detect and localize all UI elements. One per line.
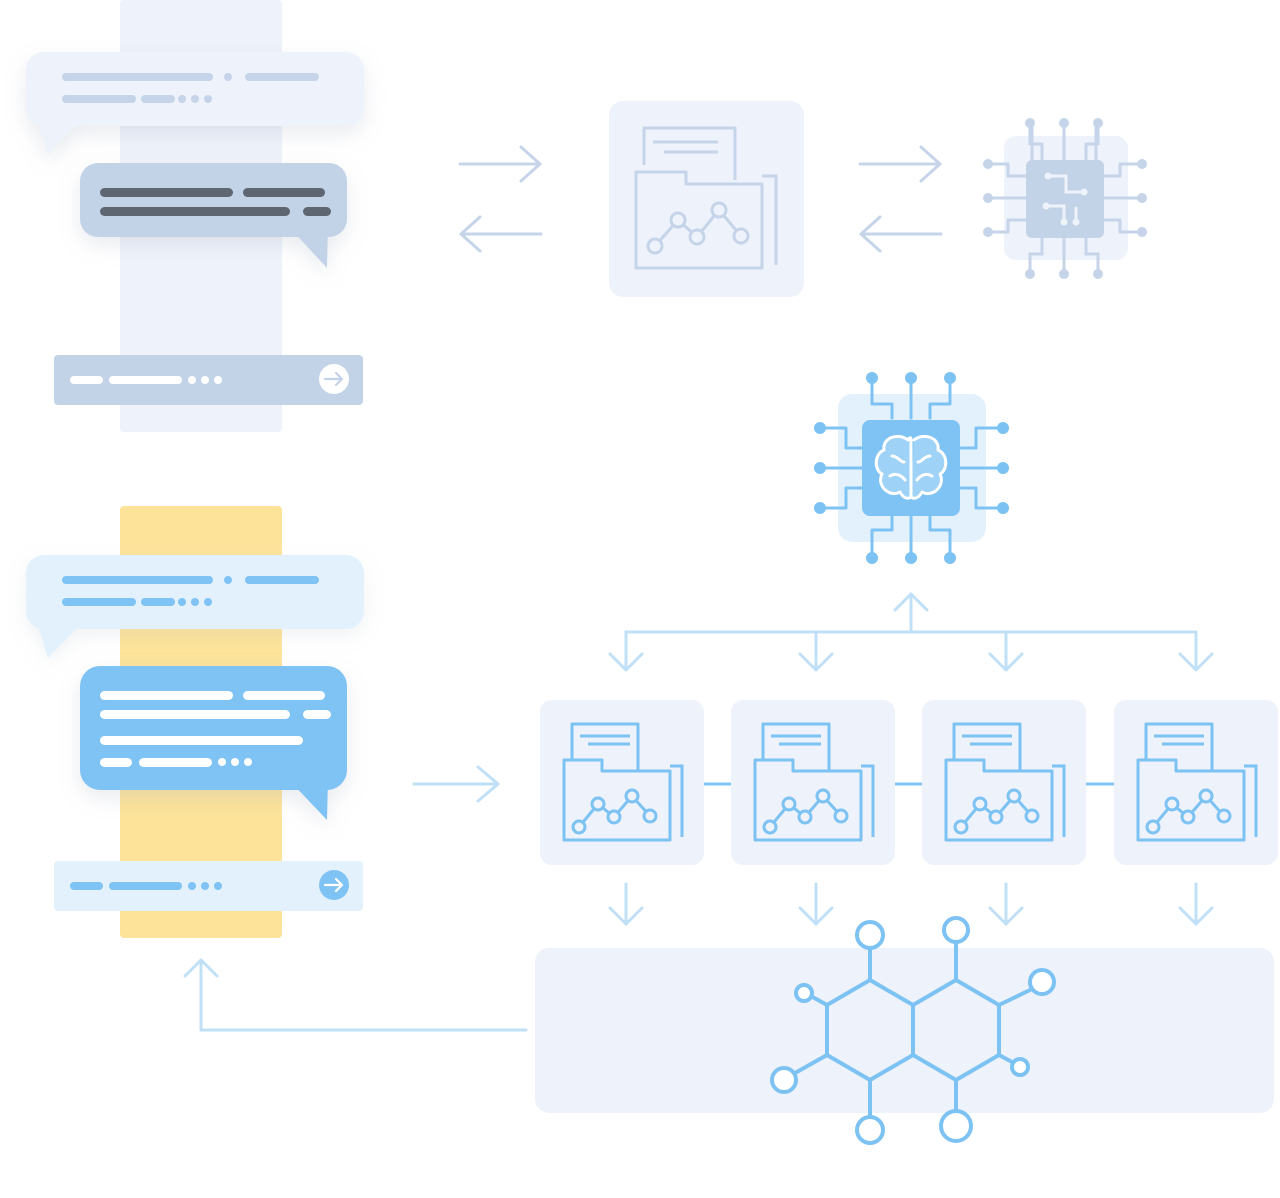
top-received-text-lines: [62, 73, 319, 103]
bottom-received-bubble: [26, 555, 364, 658]
bottom-received-text-lines: [62, 576, 319, 606]
top-sent-text-lines: [100, 188, 331, 216]
return-arrow: [183, 958, 528, 1032]
arrow-down-icon: [608, 882, 644, 926]
top-input-bar[interactable]: [54, 355, 363, 405]
top-exchange-arrows-right: [858, 145, 943, 253]
document-card-3: [922, 700, 1086, 865]
chip-core: [1026, 160, 1104, 238]
bottom-chat-panel: [26, 506, 364, 938]
arrow-right-icon: [858, 145, 942, 183]
bottom-sent-text-lines: [100, 691, 331, 767]
knowledge-graph-panel: [535, 948, 1274, 1113]
document-card-1: [540, 700, 704, 865]
distribution-connectors: [608, 592, 1214, 672]
arrow-left-icon: [859, 215, 943, 253]
top-document-card: [609, 101, 804, 297]
arrow-down-icon: [988, 882, 1024, 926]
ai-brain-chip-icon: [814, 372, 1009, 564]
bottom-input-bar[interactable]: [54, 861, 363, 911]
send-icon[interactable]: [319, 364, 349, 394]
brain-icon: [874, 434, 948, 500]
document-card-2: [731, 700, 895, 865]
arrow-down-icon: [798, 882, 834, 926]
merge-arrows: [608, 882, 1214, 926]
send-icon[interactable]: [319, 870, 349, 900]
top-sent-bubble: [80, 163, 347, 268]
arrow-up-icon: [893, 592, 929, 632]
arrow-right-icon: [458, 145, 542, 183]
chip-pin-heads: [983, 118, 1147, 279]
arrow-down-icon: [1178, 882, 1214, 926]
document-card-4: [1114, 700, 1278, 865]
arrow-right-icon: [412, 765, 500, 803]
top-received-bubble: [26, 52, 364, 155]
molecule-icon: [770, 916, 1056, 1145]
arrow-left-icon: [459, 215, 543, 253]
document-cards-row: [540, 700, 1278, 865]
top-chat-panel: [26, 0, 364, 432]
top-exchange-arrows-left: [458, 145, 543, 253]
